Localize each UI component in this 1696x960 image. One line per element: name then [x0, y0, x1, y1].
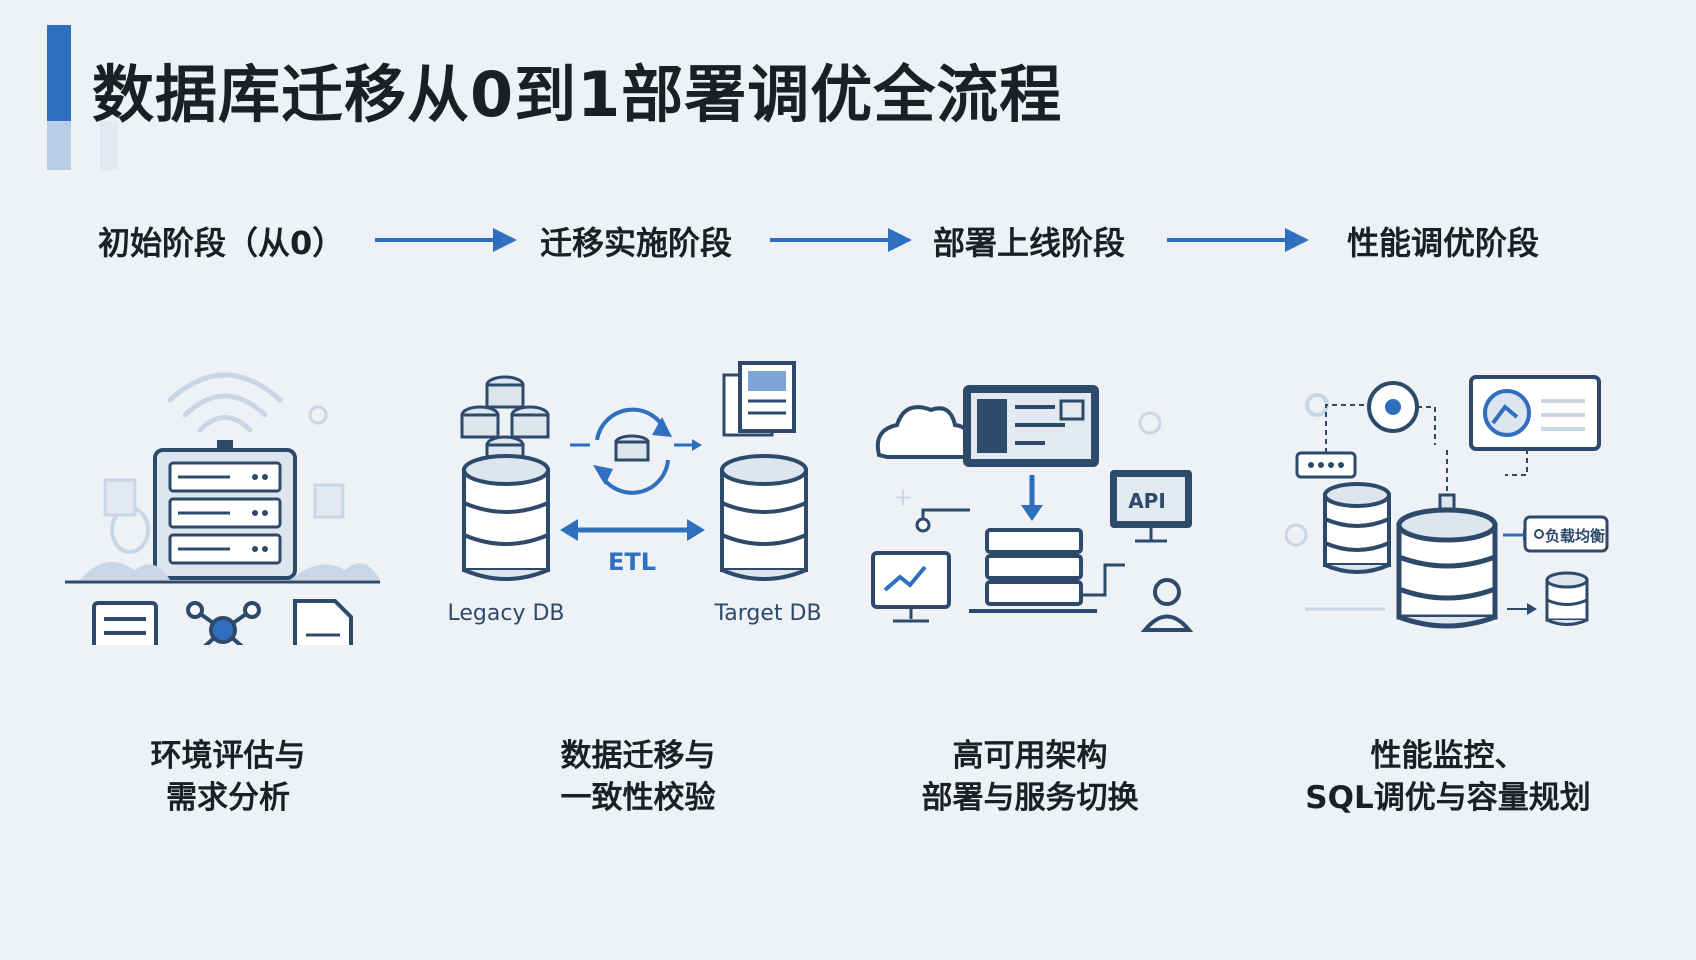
assessment-illustration — [65, 372, 380, 645]
stage-label-tuning: 性能调优阶段 — [1347, 224, 1540, 262]
stage-label-deploy: 部署上线阶段 — [933, 224, 1126, 262]
wifi-signal-icon — [167, 372, 283, 433]
file-icon — [293, 599, 353, 645]
flow-arrow-1 — [375, 228, 517, 252]
location-pin-icon — [308, 405, 328, 425]
deployment-illustration: + API — [871, 385, 1194, 632]
database-icon-left — [1323, 482, 1391, 574]
target-db-icon — [720, 454, 808, 581]
caption-initial-line-1: 环境评估与 — [150, 738, 306, 774]
server-rack-icon — [153, 448, 297, 580]
title-accent-bar — [47, 25, 71, 121]
flow-arrow-3 — [1167, 228, 1309, 252]
legacy-db-label: Legacy DB — [448, 601, 565, 626]
network-node-icon — [186, 601, 261, 645]
performance-gauge-icon — [1367, 381, 1419, 433]
bidirectional-arrow-icon — [560, 519, 705, 541]
database-icon-small — [1545, 571, 1589, 626]
flow-arrow-2 — [770, 228, 912, 252]
title-accent-bar-light — [47, 121, 71, 170]
caption-deploy-line-2: 部署与服务切换 — [921, 780, 1139, 816]
document-icon — [103, 478, 137, 517]
legacy-db-icon — [462, 454, 550, 581]
server-stack-icon — [969, 528, 1097, 613]
api-monitor-icon: API — [1110, 470, 1192, 543]
load-balancer-label: 负载均衡 — [1545, 527, 1605, 545]
sync-icon — [593, 407, 672, 495]
cloud-icon — [875, 405, 974, 459]
caption-tuning: 性能监控、 SQL调优与容量规划 — [1268, 735, 1628, 819]
target-db-label: Target DB — [713, 601, 821, 626]
database-icon-main — [1396, 507, 1498, 629]
caption-migration-line-2: 一致性校验 — [560, 780, 716, 816]
database-cluster-icon — [460, 375, 550, 469]
page-title: 数据库迁移从0到1部署调优全流程 — [92, 58, 1063, 131]
settings-icon-light — [1305, 393, 1329, 417]
user-icon-light — [1285, 523, 1308, 547]
analytics-monitor-icon — [871, 551, 951, 623]
caption-migration-line-1: 数据迁移与 — [560, 738, 716, 774]
user-icon-light — [1138, 411, 1162, 435]
migration-illustration: Legacy DB ETL Target DB — [448, 361, 822, 626]
report-icon — [313, 483, 345, 519]
user-icon — [1140, 578, 1194, 632]
tuning-illustration: 负载均衡 — [1285, 375, 1609, 629]
network-switch-icon — [1295, 451, 1357, 479]
server-list-icon — [92, 601, 158, 645]
caption-tuning-line-2: SQL调优与容量规划 — [1305, 780, 1591, 816]
svg-text:+: + — [893, 483, 913, 511]
load-balancer-badge: 负载均衡 — [1523, 515, 1609, 553]
caption-deploy-line-1: 高可用架构 — [952, 738, 1108, 774]
title-accent-bar-faint — [100, 121, 118, 170]
document-stack-icon — [722, 361, 796, 437]
stage-label-initial: 初始阶段（从0） — [98, 224, 345, 262]
caption-migration: 数据迁移与 一致性校验 — [458, 735, 818, 819]
chart-dashboard-icon — [1469, 375, 1601, 451]
monitor-dashboard-icon — [963, 385, 1099, 467]
stage-label-migration: 迁移实施阶段 — [540, 224, 733, 262]
caption-initial: 环境评估与 需求分析 — [48, 735, 408, 819]
caption-tuning-line-1: 性能监控、 — [1370, 738, 1526, 774]
api-label: API — [1128, 489, 1166, 513]
caption-deploy: 高可用架构 部署与服务切换 — [850, 735, 1210, 819]
etl-label: ETL — [608, 548, 656, 576]
caption-initial-line-2: 需求分析 — [166, 780, 290, 816]
